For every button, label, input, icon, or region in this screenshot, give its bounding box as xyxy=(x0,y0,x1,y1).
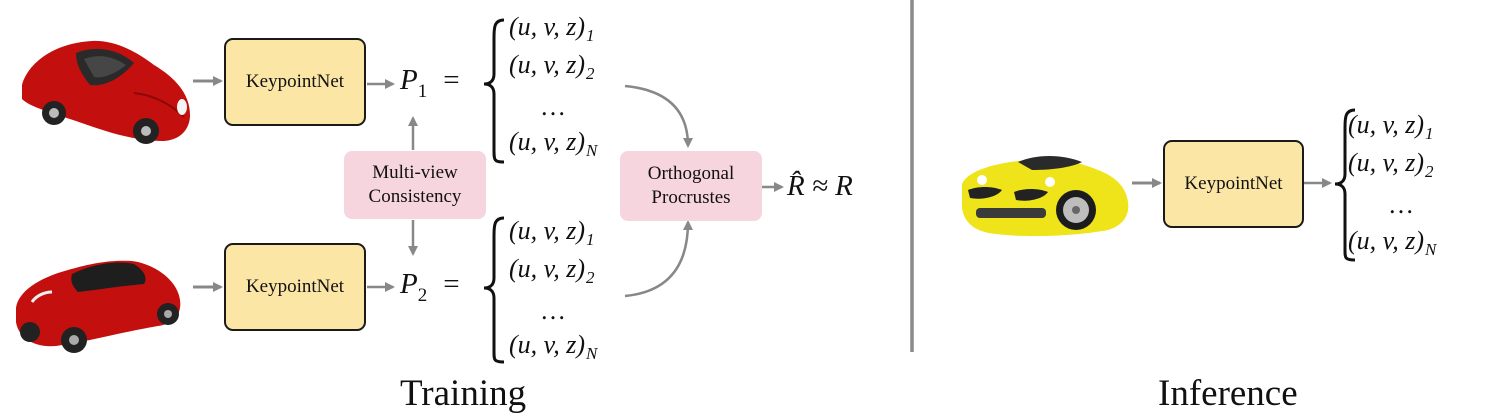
rotation-result: R̂ ≈ R xyxy=(787,170,853,202)
p1-label: P1= xyxy=(400,64,460,102)
red-car-icon xyxy=(22,40,190,144)
multi-view-consistency-box: Multi-view Consistency xyxy=(344,151,486,219)
red-car-icon xyxy=(16,260,181,353)
yellow-car-icon xyxy=(962,156,1129,237)
consistency-line-2: Consistency xyxy=(368,186,462,207)
tuple-inference-2: (u, v, z)2 xyxy=(1348,148,1434,181)
brace-top xyxy=(483,18,505,164)
keypointnet-label: KeypointNet xyxy=(245,71,345,92)
p2-label: P2= xyxy=(400,268,460,306)
consistency-line-1: Multi-view xyxy=(372,162,458,183)
training-caption: Training xyxy=(400,373,527,414)
tuple-inference-n: (u, v, z)N xyxy=(1348,226,1437,259)
tuple-top-n: (u, v, z)N xyxy=(509,127,598,160)
keypointnet-box-inference: KeypointNet xyxy=(1163,140,1304,228)
orthogonal-procrustes-box: Orthogonal Procrustes xyxy=(620,151,762,221)
procrustes-line-1: Orthogonal xyxy=(647,163,735,184)
tuple-bottom-1: (u, v, z)1 xyxy=(509,216,595,249)
brace-bottom xyxy=(483,216,505,364)
keypointnet-box-bottom: KeypointNet xyxy=(224,243,366,331)
keypointnet-label: KeypointNet xyxy=(245,276,345,297)
inference-caption: Inference xyxy=(1158,373,1298,414)
arrow-p1-to-procrustes xyxy=(624,84,693,148)
brace-inference xyxy=(1334,108,1356,262)
tuple-top-1: (u, v, z)1 xyxy=(509,12,595,45)
tuple-bottom-n: (u, v, z)N xyxy=(509,330,598,363)
tuple-bottom-2: (u, v, z)2 xyxy=(509,254,595,287)
arrow-p2-to-procrustes xyxy=(624,220,693,298)
tuple-top-2: (u, v, z)2 xyxy=(509,50,595,83)
ellipsis-inference: … xyxy=(1388,190,1414,219)
ellipsis-top: … xyxy=(540,92,566,121)
ellipsis-bottom: … xyxy=(540,296,566,325)
keypointnet-box-top: KeypointNet xyxy=(224,38,366,126)
keypointnet-label: KeypointNet xyxy=(1184,173,1283,194)
tuple-inference-1: (u, v, z)1 xyxy=(1348,110,1434,143)
procrustes-line-2: Procrustes xyxy=(651,187,731,208)
